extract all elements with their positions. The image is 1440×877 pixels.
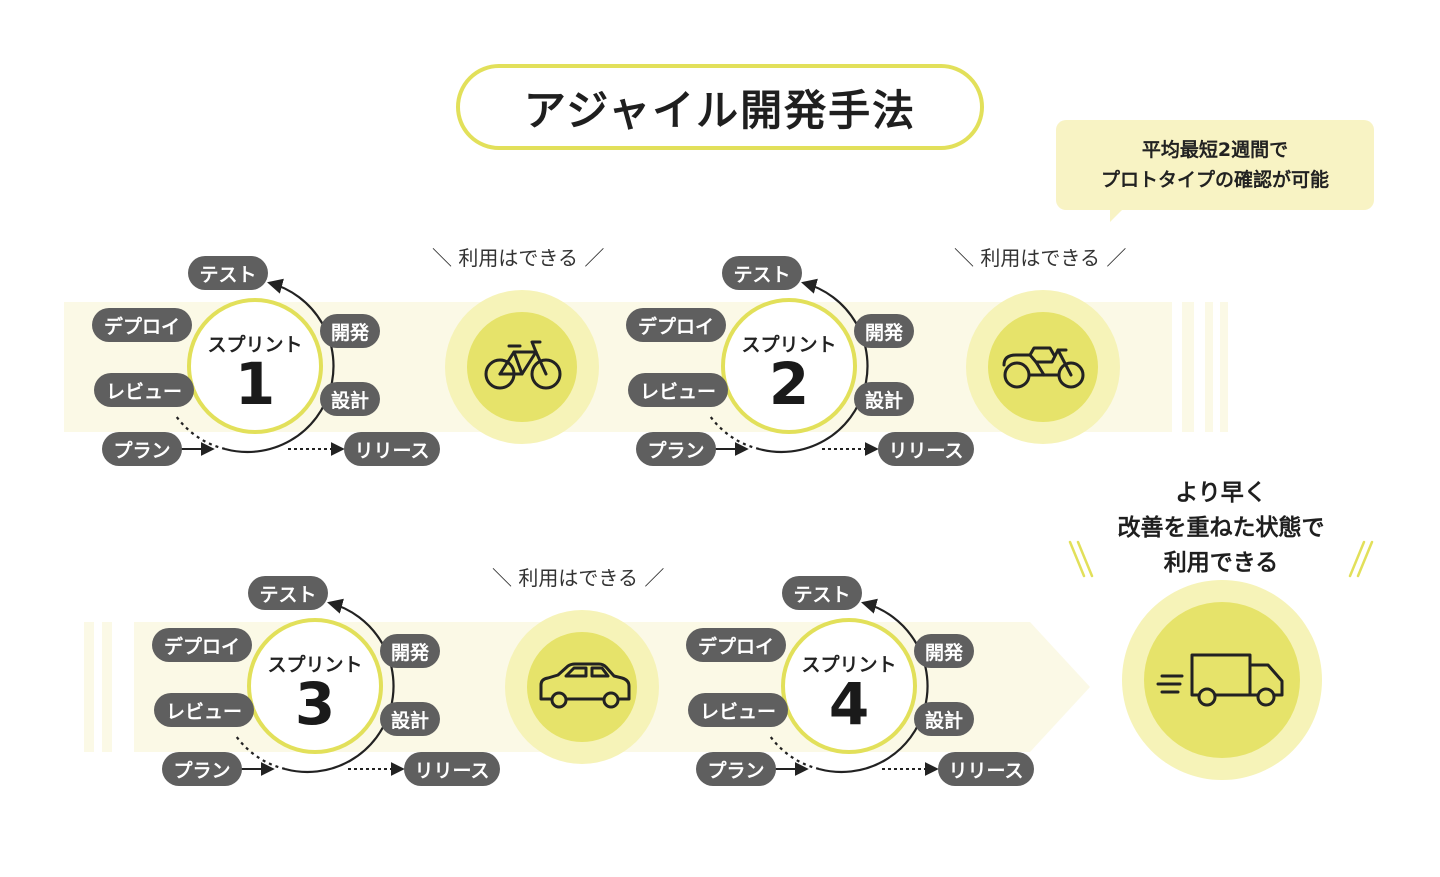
motorcycle-icon xyxy=(1002,346,1085,389)
sprint-number: 2 xyxy=(768,350,810,418)
usable-label-3: ＼ 利用はできる ／ xyxy=(492,566,665,590)
callout-line-1: 平均最短2週間で xyxy=(1141,139,1289,161)
sprint-label: スプリント xyxy=(207,334,303,356)
row1-band-stripe xyxy=(1205,302,1213,432)
row1-band-stripe xyxy=(1182,302,1194,432)
callout-line-2: プロトタイプの確認が可能 xyxy=(1100,169,1329,191)
callout-bubble: 平均最短2週間で プロトタイプの確認が可能 xyxy=(1056,120,1374,210)
stage-review: レビュー xyxy=(688,693,788,727)
stage-release: リリース xyxy=(938,752,1034,786)
truck-icon xyxy=(1156,653,1284,707)
stage-test: テスト xyxy=(188,256,268,290)
sprint-cycle-2 xyxy=(709,278,879,456)
stage-test: テスト xyxy=(722,256,802,290)
final-message: より早く 改善を重ねた状態で 利用できる xyxy=(1076,476,1366,581)
stage-develop: 開発 xyxy=(854,314,914,348)
usable-label-1: ＼ 利用はできる ／ xyxy=(432,246,605,270)
stage-develop: 開発 xyxy=(380,634,440,668)
car-icon xyxy=(539,662,631,709)
stage-release: リリース xyxy=(878,432,974,466)
callout-tail xyxy=(1110,208,1124,222)
stage-deploy: デプロイ xyxy=(92,308,192,342)
stage-design: 設計 xyxy=(854,382,914,416)
row2-band-stripe xyxy=(102,622,112,752)
stage-release: リリース xyxy=(344,432,440,466)
vehicle-circle-1 xyxy=(445,290,599,444)
stage-release: リリース xyxy=(404,752,500,786)
sprint-number: 3 xyxy=(294,670,336,738)
sprint-label: スプリント xyxy=(741,334,837,356)
sprint-number: 1 xyxy=(234,350,276,418)
sprint-number: 4 xyxy=(828,670,870,738)
row2-band-stripe xyxy=(84,622,94,752)
stage-plan: プラン xyxy=(696,752,776,786)
stage-deploy: デプロイ xyxy=(686,628,786,662)
sprint-label: スプリント xyxy=(267,654,363,676)
stage-design: 設計 xyxy=(380,702,440,736)
stage-develop: 開発 xyxy=(320,314,380,348)
stage-review: レビュー xyxy=(628,373,728,407)
stage-design: 設計 xyxy=(914,702,974,736)
stage-design: 設計 xyxy=(320,382,380,416)
stage-review: レビュー xyxy=(94,373,194,407)
row2-band-arrowhead xyxy=(1030,622,1090,752)
vehicle-circle-4 xyxy=(1122,580,1322,780)
final-line-2: 改善を重ねた状態で xyxy=(1117,515,1325,541)
row1-band-stripe xyxy=(1220,302,1228,432)
bicycle-icon xyxy=(484,340,562,390)
vehicle-circle-2 xyxy=(966,290,1120,444)
stage-deploy: デプロイ xyxy=(152,628,252,662)
stage-plan: プラン xyxy=(102,432,182,466)
stage-test: テスト xyxy=(782,576,862,610)
sprint-label: スプリント xyxy=(801,654,897,676)
emphasis-lines xyxy=(1068,540,1374,578)
stage-review: レビュー xyxy=(154,693,254,727)
usable-label-2: ＼ 利用はできる ／ xyxy=(954,246,1127,270)
stage-test: テスト xyxy=(248,576,328,610)
page-title: アジャイル開発手法 xyxy=(456,64,984,150)
vehicle-circle-3 xyxy=(505,610,659,764)
stage-plan: プラン xyxy=(636,432,716,466)
stage-deploy: デプロイ xyxy=(626,308,726,342)
final-line-3: 利用できる xyxy=(1163,550,1279,576)
final-line-1: より早く xyxy=(1175,480,1267,506)
stage-develop: 開発 xyxy=(914,634,974,668)
stage-plan: プラン xyxy=(162,752,242,786)
